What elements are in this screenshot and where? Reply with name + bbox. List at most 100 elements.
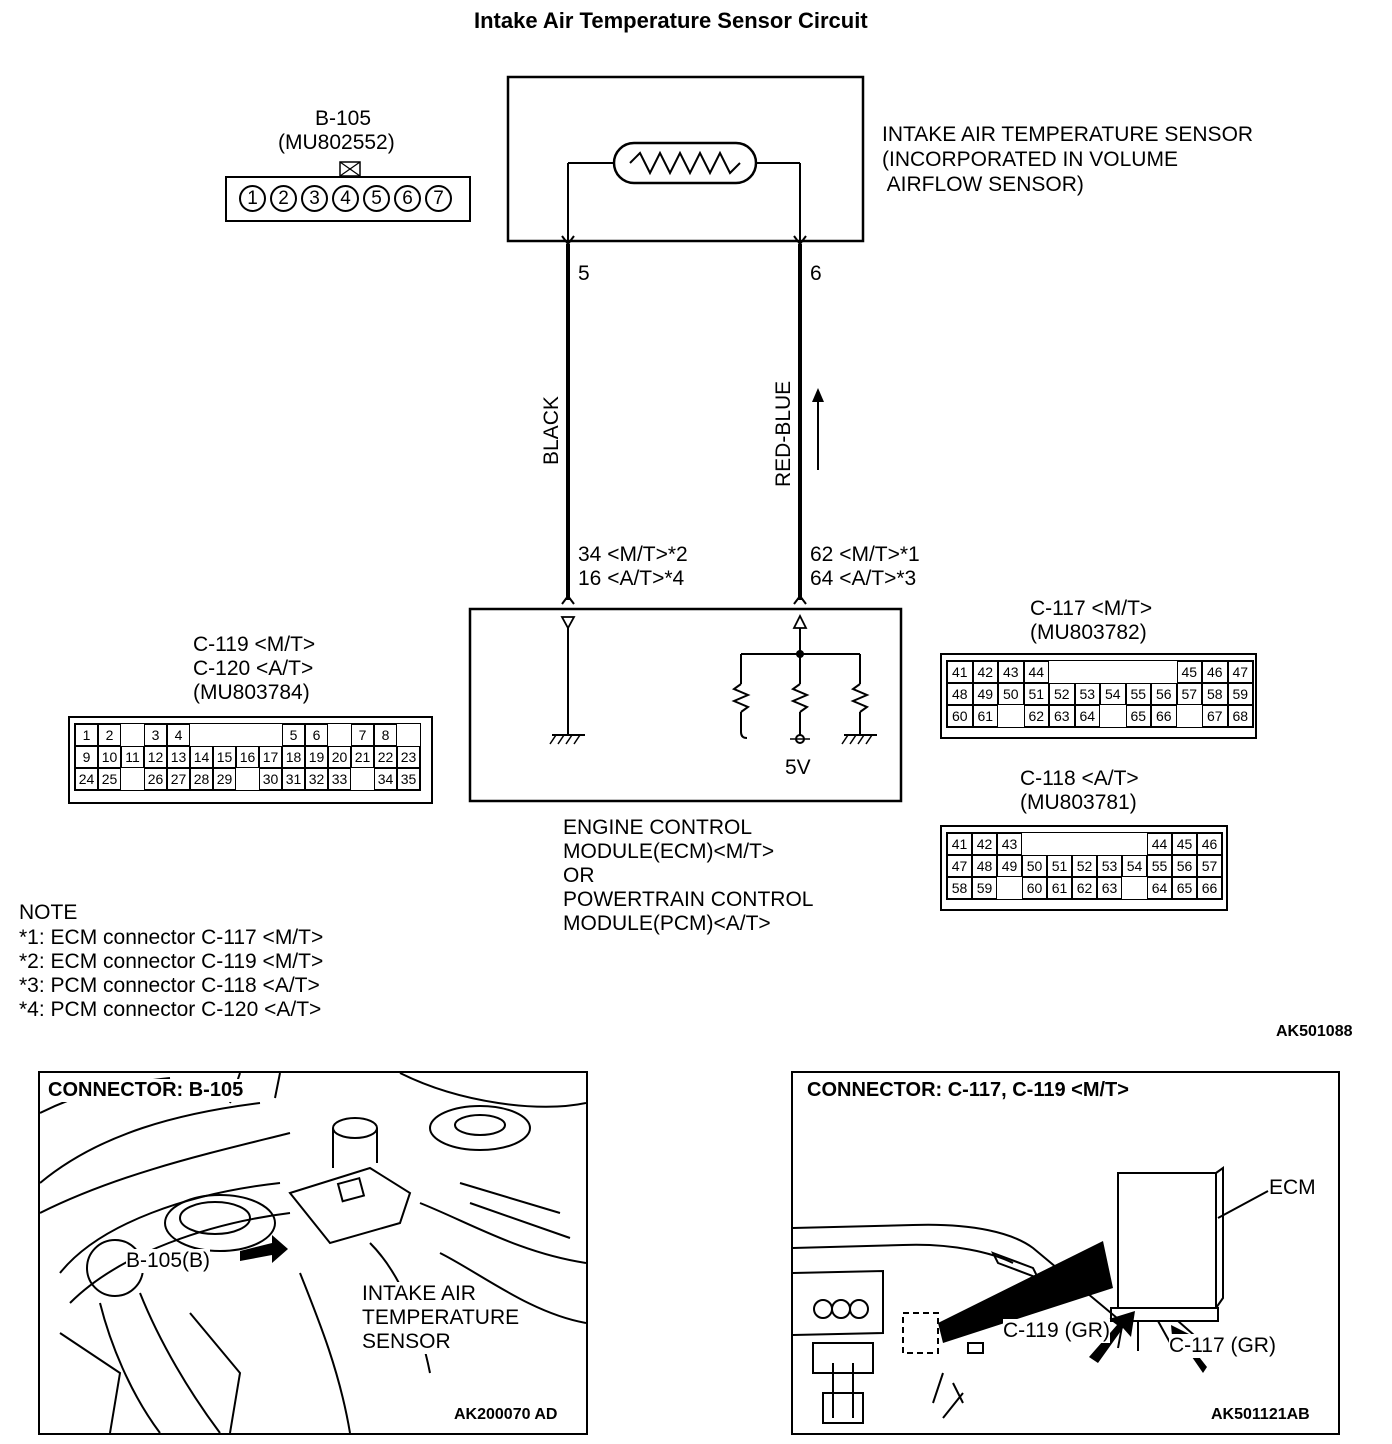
b105-pin: 5: [363, 185, 390, 212]
c119-pin-cell: 22: [374, 746, 397, 768]
sensor-pin-5: 5: [578, 262, 590, 285]
c118-pin-cell: 45: [1172, 833, 1197, 855]
c119-part-number: (MU803784): [193, 681, 310, 704]
c117-pin-cell: 49: [972, 683, 998, 705]
left-terminal-at: 16 <A/T>*4: [578, 567, 685, 590]
c117-pin-cell: [1177, 705, 1203, 727]
c119-pin-cell: 6: [305, 724, 328, 746]
c118-pin-cell: 62: [1072, 877, 1097, 899]
c119-pin-cell: 1: [75, 724, 98, 746]
c119-pin-cell: 33: [328, 768, 351, 790]
c117-pin-cell: 68: [1227, 705, 1253, 727]
c118-pin-cell: [1022, 833, 1047, 855]
c117-pin-cell: 57: [1176, 683, 1202, 705]
c118-label: C-118 <A/T>: [1020, 767, 1139, 790]
sensor-pin-6: 6: [810, 262, 822, 285]
b105-part-number: (MU802552): [278, 131, 395, 154]
c119-pin-cell: 23: [397, 746, 420, 768]
c119-pin-cell: 19: [305, 746, 328, 768]
sensor-label-3: AIRFLOW SENSOR): [882, 173, 1084, 196]
c118-pin-cell: [1122, 833, 1147, 855]
c117-pin-cell: 59: [1227, 683, 1253, 705]
note-item: *2: ECM connector C-119 <M/T>: [19, 950, 324, 973]
c117-pin-cell: [1100, 705, 1126, 727]
ecm-label-2: MODULE(ECM)<M/T>: [563, 840, 775, 863]
c119-pin-cell: [190, 724, 213, 746]
c117-pin-cell: 50: [998, 683, 1024, 705]
c119-pin-cell: [328, 724, 351, 746]
c119-pin-cell: 14: [190, 746, 213, 768]
right-terminal-at: 64 <A/T>*3: [810, 567, 917, 590]
c118-pin-cell: 48: [972, 855, 997, 877]
dashboard-illustration: [793, 1166, 1269, 1424]
c117-pin-cell: [1075, 661, 1101, 683]
c119-pin-cell: 18: [282, 746, 305, 768]
c119-pin-cell: [121, 768, 144, 790]
b105-pin: 4: [332, 185, 359, 212]
c117-pin-cell: 65: [1125, 705, 1151, 727]
photo1-code: AK200070 AD: [454, 1406, 558, 1424]
c117-pin-cell: 47: [1227, 661, 1253, 683]
c117-pin-cell: 54: [1100, 683, 1126, 705]
c117-label: C-117 <M/T>: [1030, 597, 1153, 620]
c118-pin-cell: 61: [1047, 877, 1072, 899]
photo1-title: CONNECTOR: B-105: [48, 1079, 244, 1102]
photo2-code: AK501121AB: [1211, 1406, 1310, 1424]
c118-pin-cell: 42: [972, 833, 997, 855]
c119-pin-cell: [351, 768, 374, 790]
photo-panel-c117-c119: CONNECTOR: C-117, C-119 <M/T> ECM C-119 …: [791, 1071, 1340, 1435]
b105-pin: 6: [394, 185, 421, 212]
sensor-label-1: INTAKE AIR TEMPERATURE SENSOR: [882, 123, 1254, 146]
c119-pin-cell: 27: [167, 768, 190, 790]
c119-label: C-119 <M/T>: [193, 633, 316, 656]
c117-pin-cell: 52: [1049, 683, 1075, 705]
c119-pin-cell: [236, 724, 259, 746]
c118-pin-cell: 66: [1197, 877, 1222, 899]
c119-pin-cell: 9: [75, 746, 98, 768]
c118-pin-cell: 57: [1197, 855, 1222, 877]
c119-pin-cell: [236, 768, 259, 790]
photo1-sensor-label-3: SENSOR: [362, 1330, 451, 1354]
c119-pin-cell: 13: [167, 746, 190, 768]
c118-pin-cell: 64: [1147, 877, 1172, 899]
c117-pin-cell: [998, 705, 1024, 727]
c117-pin-cell: 64: [1074, 705, 1100, 727]
c119-pin-cell: 28: [190, 768, 213, 790]
c119-pin-cell: 24: [75, 768, 98, 790]
c119-pin-cell: 15: [213, 746, 236, 768]
c118-pin-cell: 44: [1147, 833, 1172, 855]
c117-pin-cell: [1126, 661, 1152, 683]
c119-pin-cell: 7: [351, 724, 374, 746]
ecm-label-3: OR: [563, 864, 595, 887]
c117-pin-cell: [1151, 661, 1177, 683]
c117-part-number: (MU803782): [1030, 621, 1147, 644]
c119-pin-cell: 34: [374, 768, 397, 790]
c117-pin-cell: 51: [1023, 683, 1049, 705]
b105-pin: 1: [239, 185, 266, 212]
photo2-c119-label: C-119 (GR): [1003, 1319, 1110, 1343]
right-terminal-mt: 62 <M/T>*1: [810, 543, 920, 566]
c117-pin-cell: 44: [1023, 661, 1049, 683]
photo1-pointer-label: B-105(B): [126, 1249, 211, 1273]
c117-pin-cell: [1049, 661, 1075, 683]
wire-color-red-blue: RED-BLUE: [772, 380, 795, 487]
note-title: NOTE: [19, 901, 78, 924]
c118-pin-cell: 52: [1072, 855, 1097, 877]
c118-pin-cell: 43: [997, 833, 1022, 855]
c119-pin-cell: 4: [167, 724, 190, 746]
c118-pin-cell: 63: [1097, 877, 1122, 899]
wire-color-black: BLACK: [540, 396, 563, 465]
note-item: *4: PCM connector C-120 <A/T>: [19, 998, 322, 1021]
c117-pin-cell: 56: [1151, 683, 1177, 705]
c119-pin-cell: 11: [121, 746, 144, 768]
c117-pin-cell: 46: [1202, 661, 1228, 683]
c119-pin-cell: 16: [236, 746, 259, 768]
c117-pin-cell: 60: [947, 705, 973, 727]
c118-pin-cell: 54: [1122, 855, 1147, 877]
c118-pin-cell: 58: [947, 877, 972, 899]
b105-pin: 7: [425, 185, 452, 212]
